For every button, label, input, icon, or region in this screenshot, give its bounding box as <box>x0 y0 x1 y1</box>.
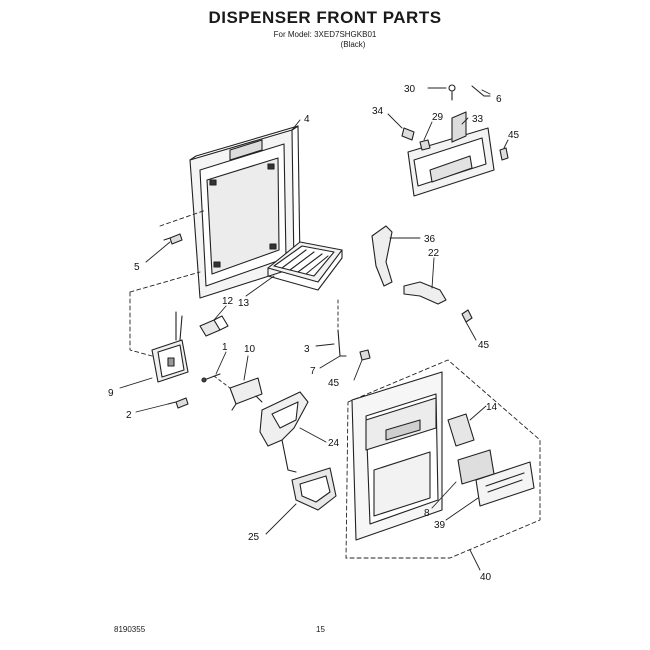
callout-25: 25 <box>248 532 260 543</box>
assembly-40-outline <box>345 359 541 559</box>
control-board-part <box>447 413 535 507</box>
funnel-25-part <box>291 467 337 511</box>
small-hardware-parts <box>167 329 371 411</box>
callout-9: 9 <box>108 388 114 399</box>
page-number: 15 <box>316 625 325 634</box>
drip-tray-part <box>267 241 343 291</box>
model-number: For Model: 3XED7SHGKB01 <box>273 30 377 39</box>
callout-34: 34 <box>372 106 384 117</box>
document-number: 8190355 <box>114 625 146 634</box>
housing-frame-part <box>189 125 301 299</box>
callout-29: 29 <box>432 112 444 123</box>
callout-1: 1 <box>222 342 228 353</box>
callout-7: 7 <box>310 366 316 377</box>
callout-45-right: 45 <box>478 340 490 351</box>
callout-40: 40 <box>480 572 492 583</box>
callout-12: 12 <box>222 296 234 307</box>
leader-lines <box>119 87 509 571</box>
callout-labels: 30 6 34 29 33 45 4 5 36 22 13 12 45 3 1 … <box>108 84 520 583</box>
model-variant: (Black) <box>340 40 366 49</box>
callout-36: 36 <box>424 234 436 245</box>
callout-8: 8 <box>424 508 430 519</box>
front-panel-part <box>351 371 443 541</box>
screw-5-part <box>163 233 183 245</box>
callout-3: 3 <box>304 344 310 355</box>
callout-13: 13 <box>238 298 250 309</box>
callout-6: 6 <box>496 94 502 105</box>
callout-4: 4 <box>304 114 310 125</box>
callout-22: 22 <box>428 248 440 259</box>
connector-12-part <box>199 315 229 337</box>
light-socket-part <box>151 311 189 383</box>
callout-5: 5 <box>134 262 140 273</box>
actuator-lever-part <box>371 225 473 323</box>
callout-45-upper: 45 <box>508 130 520 141</box>
callout-45-mid: 45 <box>328 378 340 389</box>
light-assembly-outline <box>129 271 201 293</box>
callout-10: 10 <box>244 344 256 355</box>
model-info: For Model: 3XED7SHGKB01 (Black) <box>0 30 650 50</box>
page-title: DISPENSER FRONT PARTS <box>208 8 442 27</box>
callout-2: 2 <box>126 410 132 421</box>
upper-bracket-assembly <box>401 84 509 197</box>
callout-24: 24 <box>328 438 340 449</box>
callout-30: 30 <box>404 84 416 95</box>
callout-14: 14 <box>486 402 498 413</box>
callout-33: 33 <box>472 114 484 125</box>
callout-39: 39 <box>434 520 446 531</box>
paddle-24-part <box>259 391 309 473</box>
